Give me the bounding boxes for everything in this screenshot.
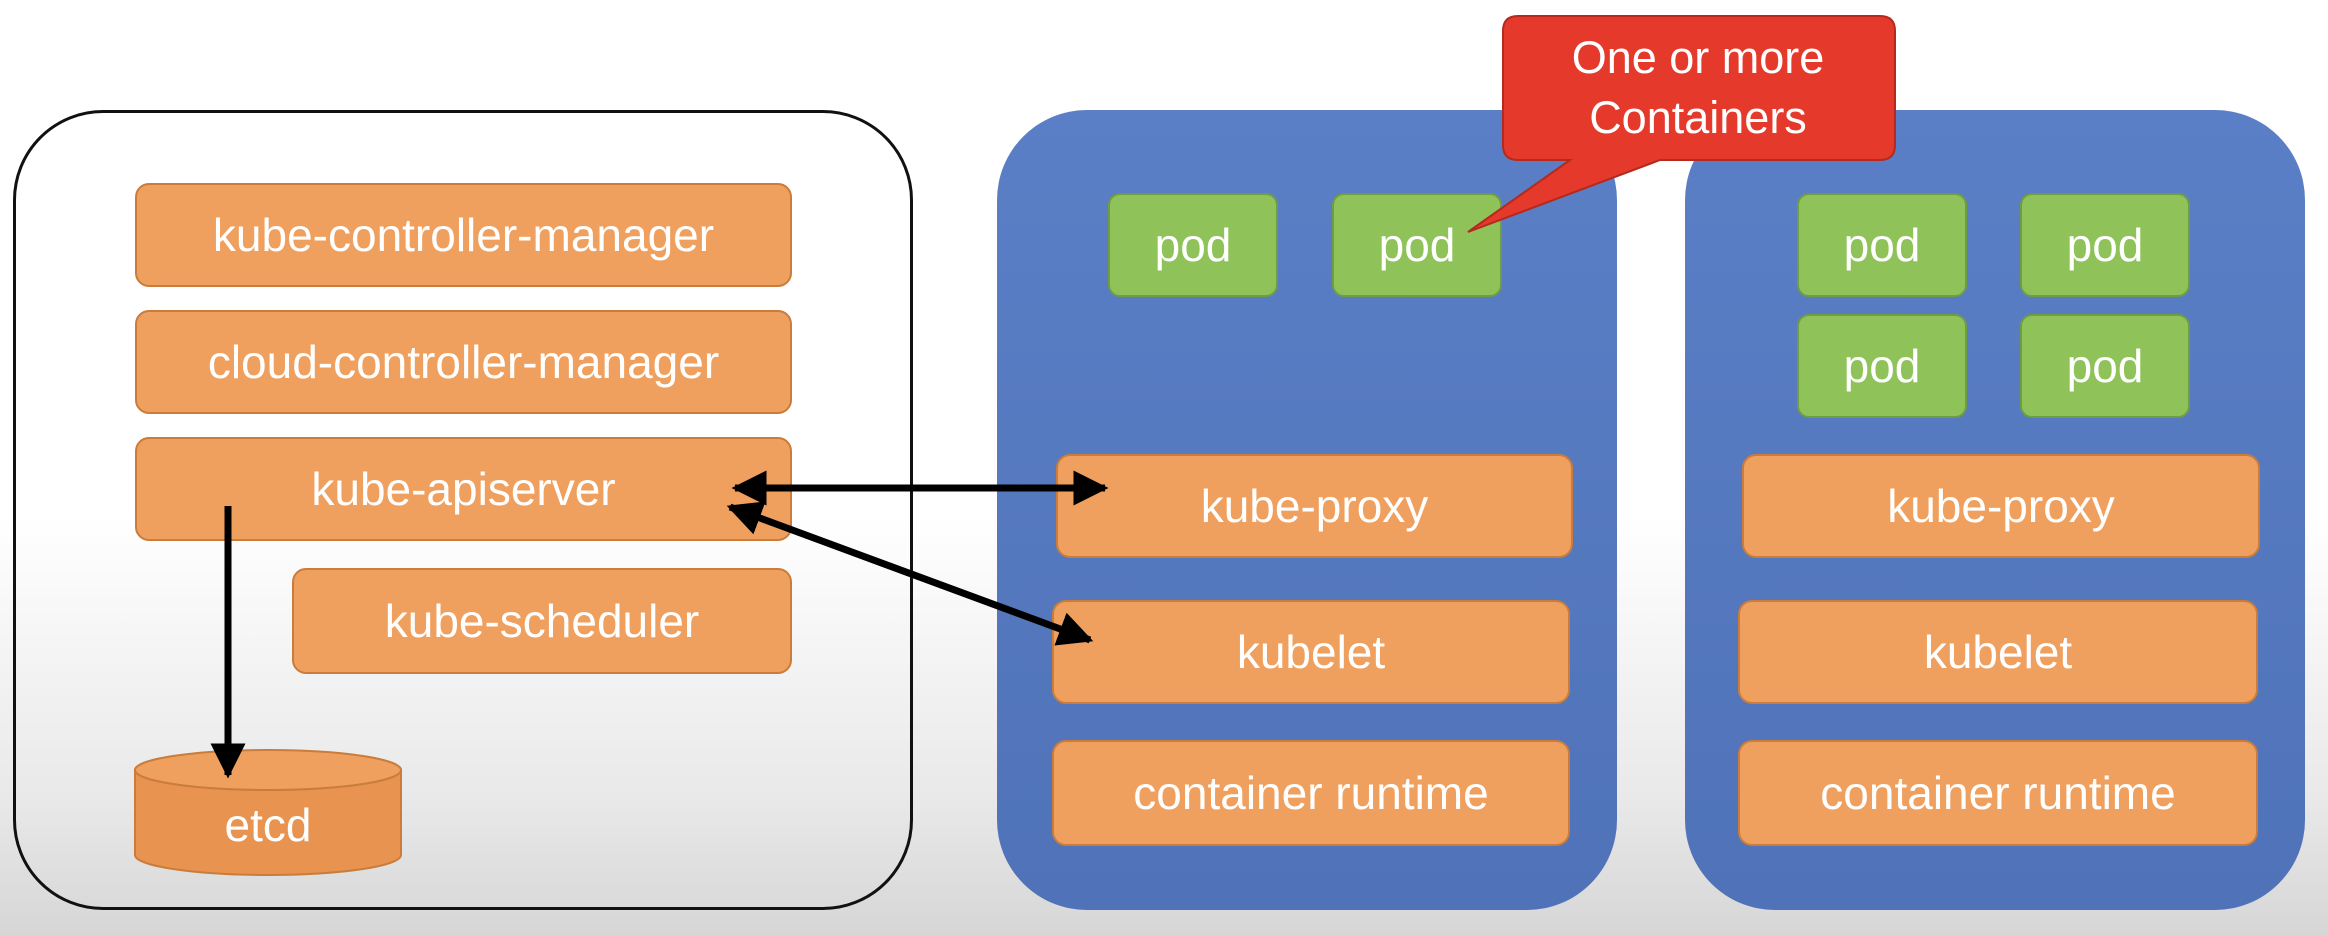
node-2-pod: pod <box>1797 193 1967 297</box>
node-2-container-runtime-box: container runtime <box>1738 740 2258 846</box>
node-1-kube-proxy-box: kube-proxy <box>1056 454 1573 558</box>
kube-controller-manager-box: kube-controller-manager <box>135 183 792 287</box>
cloud-controller-manager-box: cloud-controller-manager <box>135 310 792 414</box>
apiserver-kubelet-arrow <box>726 501 1094 646</box>
kube-apiserver-box: kube-apiserver <box>135 437 792 541</box>
callout-line-1: One or more <box>1571 32 1825 83</box>
callout-text: One or more Containers <box>1503 18 1893 158</box>
node-2-pod: pod <box>2020 193 2190 297</box>
callout-line-2: Containers <box>1589 92 1807 143</box>
node-2-kubelet-box: kubelet <box>1738 600 2258 704</box>
node-2-kube-proxy-box: kube-proxy <box>1742 454 2260 558</box>
etcd-cylinder <box>134 749 402 876</box>
node-1-pod: pod <box>1332 193 1502 297</box>
callout-bubble <box>1467 15 1896 233</box>
node-1-container-runtime-box: container runtime <box>1052 740 1570 846</box>
node-1-pod: pod <box>1108 193 1278 297</box>
node-2-pod: pod <box>1797 314 1967 418</box>
etcd-label: etcd <box>224 799 312 851</box>
kube-scheduler-box: kube-scheduler <box>292 568 792 674</box>
node-1-kubelet-box: kubelet <box>1052 600 1570 704</box>
node-2-pod: pod <box>2020 314 2190 418</box>
